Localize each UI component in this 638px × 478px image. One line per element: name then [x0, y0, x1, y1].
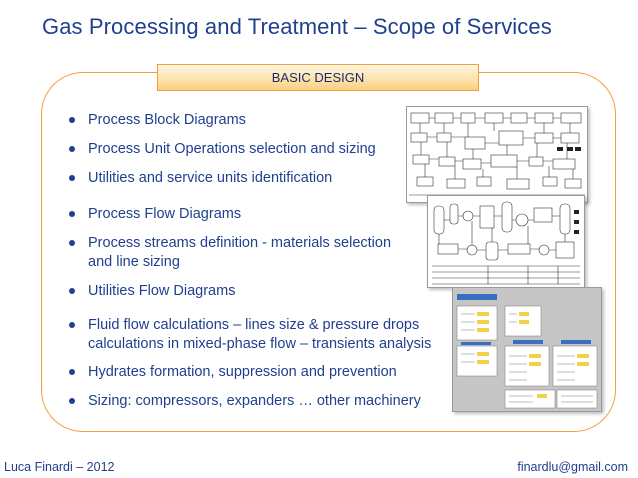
bullet-text: Hydrates formation, suppression and prev… [88, 364, 397, 380]
bullet-icon [69, 322, 75, 328]
bullet-text: Process Block Diagrams [88, 112, 246, 128]
bullet-icon [69, 117, 75, 123]
bullet-item: Process Flow Diagrams [69, 205, 242, 224]
bullet-text: Sizing: compressors, expanders … other m… [88, 393, 421, 409]
bullet-text-continued: and line sizing [88, 254, 180, 270]
flow-diagram-drawing [432, 201, 580, 285]
bullet-text: Fluid flow calculations – lines size & p… [88, 317, 420, 333]
bullet-text: Process streams definition - materials s… [88, 235, 392, 251]
bullet-icon [69, 211, 75, 217]
fluid-flow-calculation-sheet-thumbnail [452, 287, 602, 412]
bullet-text-continued: calculations in mixed-phase flow – trans… [88, 336, 432, 352]
bullet-text: Utilities and service units identificati… [88, 170, 333, 186]
block-diagram-drawing [409, 112, 585, 196]
bullet-item: Process streams definition - materials s… [69, 234, 392, 272]
bullet-text: Process Unit Operations selection and si… [88, 141, 376, 157]
slide-title: Gas Processing and Treatment – Scope of … [42, 14, 552, 39]
calculation-sheet-drawing [453, 288, 601, 411]
bullet-icon [69, 398, 75, 404]
bullet-item: Fluid flow calculations – lines size & p… [69, 316, 432, 354]
bullet-text: Utilities Flow Diagrams [88, 283, 236, 299]
process-block-diagram-thumbnail [406, 106, 588, 203]
bullet-icon [69, 240, 75, 246]
bullet-item: Hydrates formation, suppression and prev… [69, 363, 397, 382]
bullet-item: Utilities Flow Diagrams [69, 282, 236, 301]
bullet-icon [69, 146, 75, 152]
bullet-icon [69, 175, 75, 181]
bullet-item: Process Unit Operations selection and si… [69, 140, 376, 159]
bullet-item: Process Block Diagrams [69, 111, 246, 130]
bullet-text: Process Flow Diagrams [88, 206, 242, 222]
footer-email: finardlu@gmail.com [517, 460, 628, 474]
bullet-item: Utilities and service units identificati… [69, 169, 333, 188]
process-flow-diagram-thumbnail [427, 195, 585, 288]
footer-author: Luca Finardi – 2012 [4, 460, 115, 474]
bullet-icon [69, 369, 75, 375]
bullet-item: Sizing: compressors, expanders … other m… [69, 392, 421, 411]
bullet-icon [69, 288, 75, 294]
section-label: BASIC DESIGN [157, 64, 479, 91]
